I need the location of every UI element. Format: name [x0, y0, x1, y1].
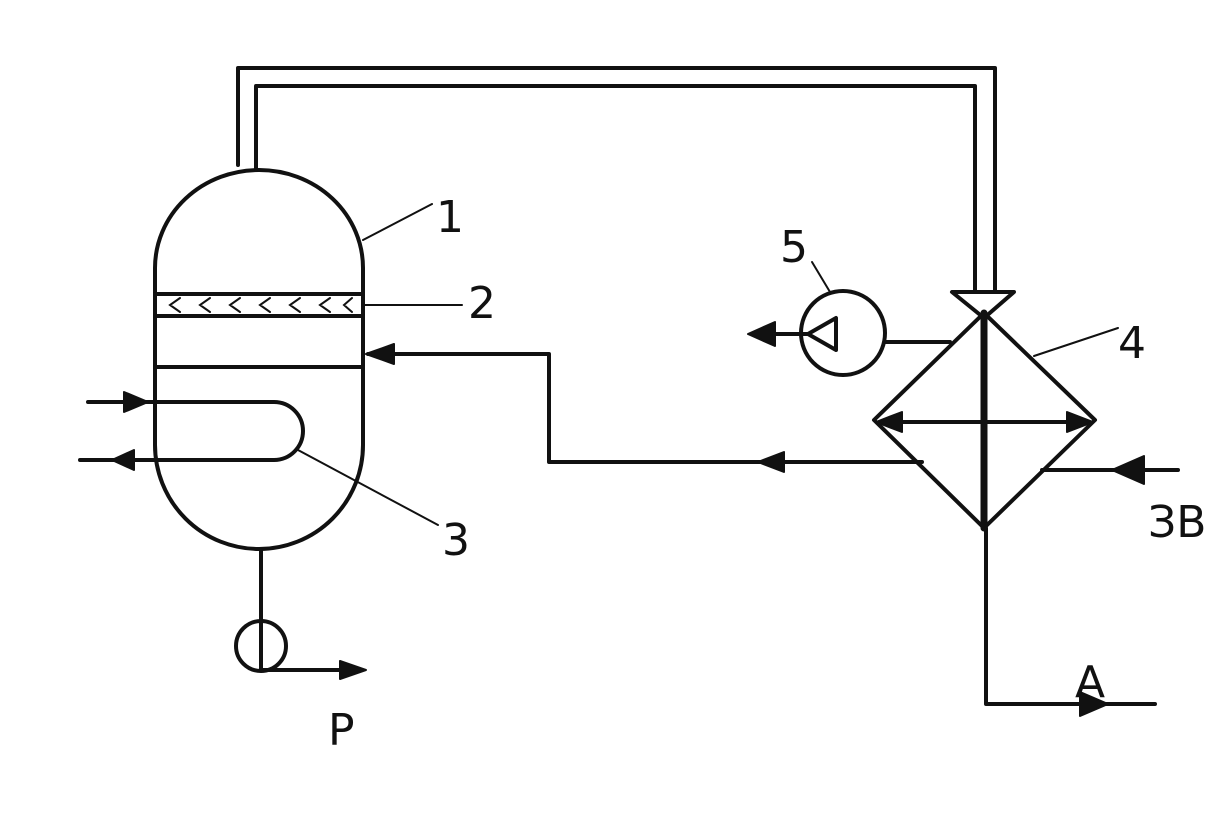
reflux-line	[365, 343, 924, 473]
label-vessel: 1	[436, 192, 464, 243]
label-packing: 2	[468, 278, 496, 329]
heat-exchanger	[872, 309, 1097, 532]
leader-lines	[297, 203, 1119, 526]
label-pump: 5	[780, 222, 808, 273]
packing-section	[153, 292, 365, 318]
heating-coil	[78, 391, 305, 471]
label-water-out: А	[1075, 657, 1105, 708]
water-inlet-line	[1040, 455, 1180, 485]
vapor-inlet-arrow	[950, 290, 1016, 320]
label-water-in: ЗВ	[1148, 497, 1206, 548]
vapor-line	[236, 66, 1016, 320]
label-coil: 3	[442, 515, 470, 566]
label-product: Р	[328, 705, 355, 756]
product-pump	[234, 548, 367, 680]
vacuum-pump	[747, 289, 952, 377]
label-exchanger: 4	[1118, 318, 1146, 369]
exchanger-bottom-outlet	[984, 526, 1157, 717]
vessel-body	[153, 168, 365, 551]
